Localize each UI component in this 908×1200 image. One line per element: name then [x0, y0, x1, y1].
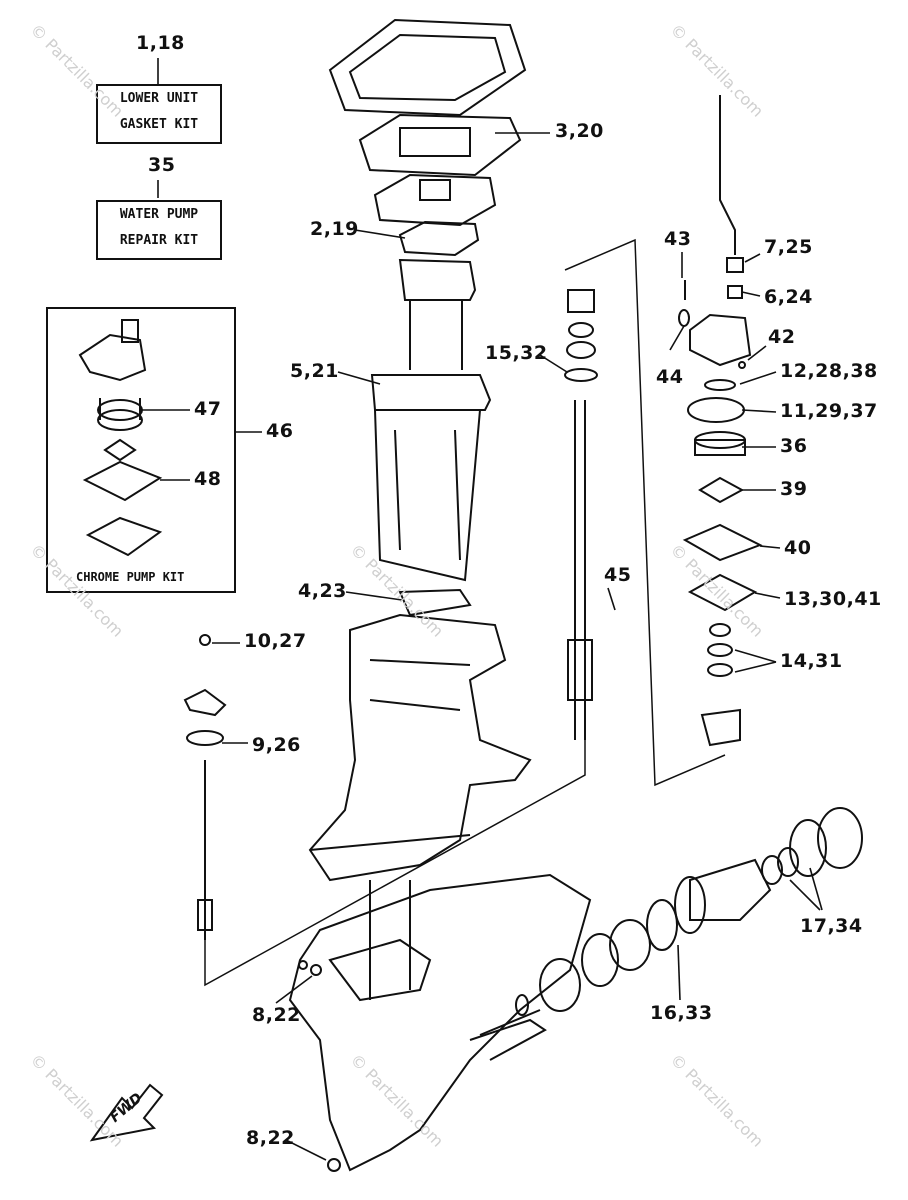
- water-pump-parts: [678, 95, 763, 747]
- gear-case: [288, 873, 592, 1172]
- callout-4-23: 4,23: [298, 580, 347, 602]
- gasket-2-19: [398, 220, 480, 257]
- fwd-arrow-icon: [89, 1083, 164, 1142]
- callout-9-26: 9,26: [252, 734, 301, 756]
- lower-unit-kit-line2: GASKET KIT: [119, 117, 199, 132]
- callout-43: 43: [664, 228, 692, 250]
- callout-36: 36: [780, 435, 808, 457]
- guide-lines: [204, 238, 726, 987]
- callout-3-20: 3,20: [555, 120, 604, 142]
- water-pump-kit-line1: WATER PUMP: [119, 207, 199, 222]
- lower-unit-gasket-kit-box: LOWER UNIT GASKET KIT: [96, 84, 222, 144]
- callout-7-25: 7,25: [764, 236, 813, 258]
- callout-8-22-top: 8,22: [252, 1004, 301, 1026]
- callout-17-34: 17,34: [800, 915, 863, 937]
- callout-14-31: 14,31: [780, 650, 843, 672]
- pump-housing-upper: [373, 173, 497, 227]
- water-pump-repair-kit-box: WATER PUMP REPAIR KIT: [96, 200, 222, 260]
- water-pump-kit-line2: REPAIR KIT: [119, 233, 199, 248]
- callout-5-21: 5,21: [290, 360, 339, 382]
- callout-44: 44: [656, 366, 684, 388]
- callout-6-24: 6,24: [764, 286, 813, 308]
- drive-shaft: [564, 289, 598, 740]
- callout-16-33: 16,33: [650, 1002, 713, 1024]
- top-cover-plate: [328, 18, 527, 117]
- callout-10-27: 10,27: [244, 630, 307, 652]
- lower-casing: [308, 613, 532, 882]
- propeller-shaft-parts: [298, 807, 863, 1172]
- leader-lines: [142, 58, 823, 1161]
- water-pump-kit-ref: 35: [148, 154, 176, 176]
- chrome-pump-kit-label: CHROME PUMP KIT: [76, 570, 185, 584]
- callout-11-29-37: 11,29,37: [780, 400, 878, 422]
- lower-unit-kit-line1: LOWER UNIT: [119, 91, 199, 106]
- callout-45: 45: [604, 564, 632, 586]
- callout-39: 39: [780, 478, 808, 500]
- shift-rod: [183, 634, 227, 940]
- callout-15-32: 15,32: [485, 342, 548, 364]
- callout-48: 48: [194, 468, 222, 490]
- lower-unit-kit-ref: 1,18: [136, 32, 185, 54]
- gasket-3-20: [358, 113, 522, 177]
- callout-12-28-38: 12,28,38: [780, 360, 878, 382]
- callout-42: 42: [768, 326, 796, 348]
- callout-47: 47: [194, 398, 222, 420]
- callout-40: 40: [784, 537, 812, 559]
- callout-8-22-bottom: 8,22: [246, 1127, 295, 1149]
- drive-shaft-housing: [370, 258, 492, 582]
- chrome-pump-kit-box: [46, 307, 236, 593]
- gasket-4-23: [398, 588, 472, 617]
- callout-2-19: 2,19: [310, 218, 359, 240]
- callout-46: 46: [266, 420, 294, 442]
- callout-13-30-41: 13,30,41: [784, 588, 882, 610]
